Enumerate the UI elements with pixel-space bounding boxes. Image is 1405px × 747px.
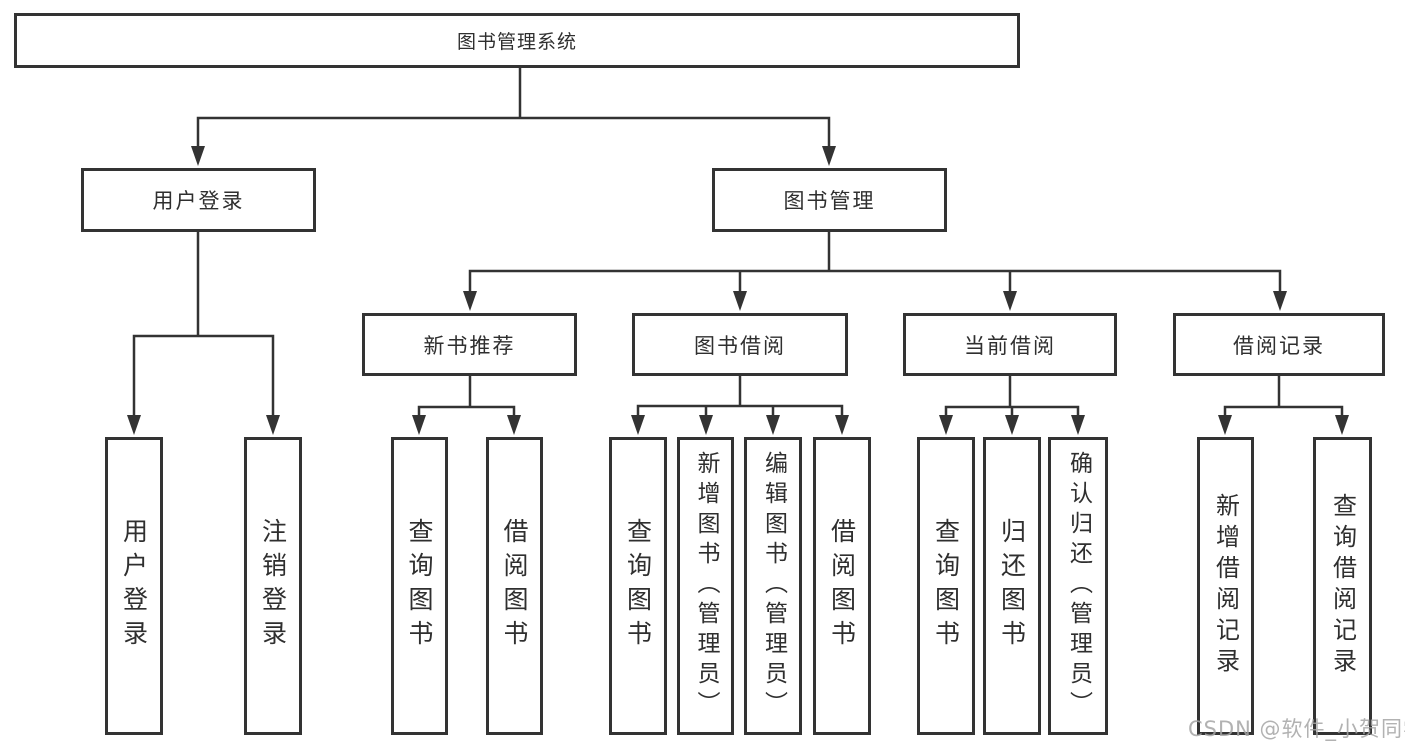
node-new-book-recommend: 新书推荐 xyxy=(362,313,577,376)
leaf-records-query: 查询借阅记录 xyxy=(1313,437,1372,735)
edge-bookmgmt-to-level3 xyxy=(468,232,1282,293)
node-borrow-records: 借阅记录 xyxy=(1173,313,1385,376)
node-system-root: 图书管理系统 xyxy=(14,13,1020,68)
leaf-label: 确认归还（管理员） xyxy=(1065,451,1092,721)
node-label: 图书借阅 xyxy=(694,333,786,358)
node-label: 图书管理系统 xyxy=(456,31,577,53)
leaf-newbooks-borrow: 借阅图书 xyxy=(486,437,543,735)
leaf-label: 查询借阅记录 xyxy=(1328,493,1357,679)
leaf-user-login: 用户登录 xyxy=(105,437,163,735)
leaf-label: 编辑图书（管理员） xyxy=(760,451,787,721)
leaf-current-confirm-admin: 确认归还（管理员） xyxy=(1048,437,1108,735)
leaf-current-return: 归还图书 xyxy=(983,437,1041,735)
leaf-label: 借阅图书 xyxy=(827,518,857,654)
leaf-label: 归还图书 xyxy=(997,518,1027,654)
csdn-watermark: CSDN @软件_小贺同学 xyxy=(1188,717,1405,741)
arrowheads xyxy=(127,146,1349,435)
leaf-label: 新增借阅记录 xyxy=(1211,493,1240,679)
node-book-borrow: 图书借阅 xyxy=(632,313,848,376)
leaf-borrow-edit-admin: 编辑图书（管理员） xyxy=(744,437,802,735)
edge-records-to-leaves xyxy=(1223,376,1344,417)
edge-borrow-to-leaves xyxy=(636,376,844,417)
node-label: 新书推荐 xyxy=(423,333,516,358)
leaf-borrow-add-admin: 新增图书（管理员） xyxy=(677,437,734,735)
node-label: 用户登录 xyxy=(152,189,245,213)
leaf-label: 注销登录 xyxy=(258,518,288,654)
leaf-label: 借阅图书 xyxy=(500,518,529,654)
leaf-label: 新增图书（管理员） xyxy=(693,451,719,721)
node-label: 图书管理 xyxy=(783,189,876,213)
leaf-borrow-query: 查询图书 xyxy=(609,437,667,735)
leaf-label: 查询图书 xyxy=(405,518,434,654)
leaf-label: 查询图书 xyxy=(931,518,961,654)
leaf-label: 查询图书 xyxy=(623,518,653,654)
leaf-current-query: 查询图书 xyxy=(917,437,975,735)
leaf-records-add: 新增借阅记录 xyxy=(1197,437,1254,735)
edge-current-to-leaves xyxy=(944,376,1080,417)
edge-userlogin-to-leaves xyxy=(132,232,275,417)
edge-root-to-level2 xyxy=(196,68,831,148)
edge-newbooks-to-leaves xyxy=(417,376,516,417)
leaf-label: 用户登录 xyxy=(119,518,149,654)
node-book-management: 图书管理 xyxy=(712,168,947,232)
leaf-logout: 注销登录 xyxy=(244,437,302,735)
node-label: 当前借阅 xyxy=(964,333,1056,358)
node-label: 借阅记录 xyxy=(1233,333,1325,358)
leaf-borrow-borrow: 借阅图书 xyxy=(813,437,871,735)
node-current-borrow: 当前借阅 xyxy=(903,313,1117,376)
leaf-newbooks-query: 查询图书 xyxy=(391,437,448,735)
node-user-login: 用户登录 xyxy=(81,168,316,232)
